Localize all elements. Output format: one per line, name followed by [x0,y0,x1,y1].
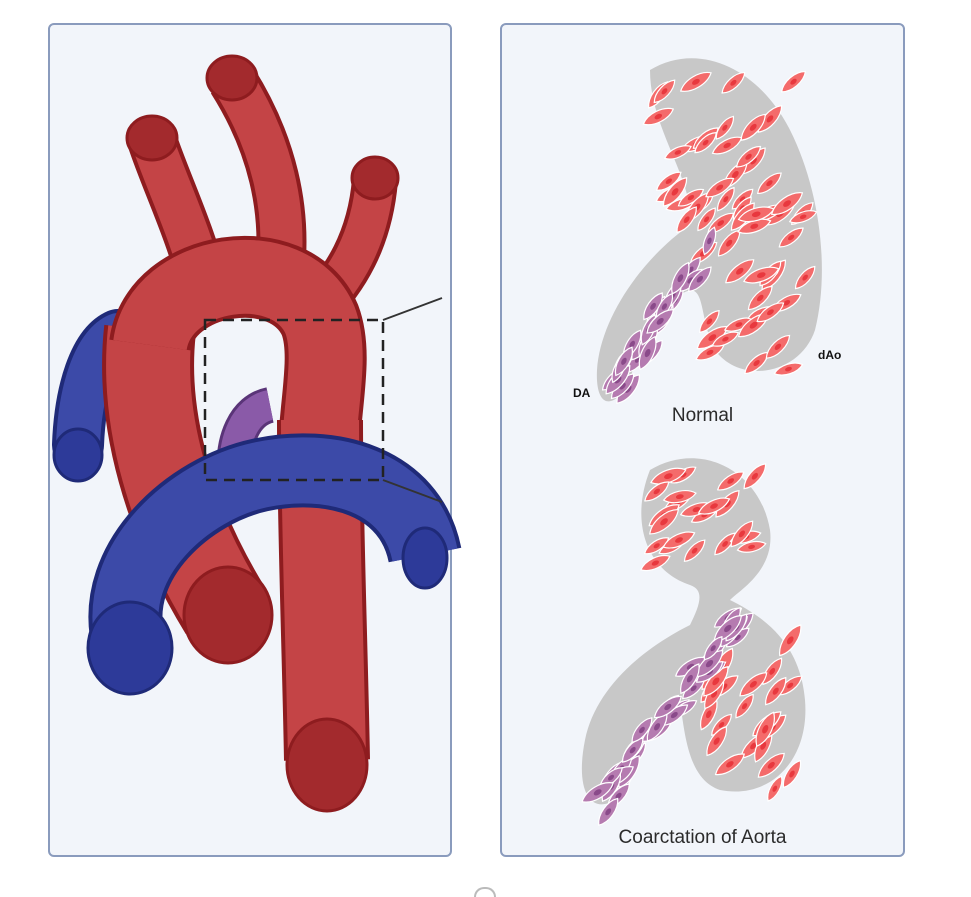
label-dao: dAo [818,348,842,362]
ascending-aorta [102,324,274,665]
smooth-muscle-cell-red [780,70,807,93]
smooth-muscle-cell-red [779,624,802,657]
smooth-muscle-cell-red [778,227,804,248]
smooth-muscle-cell-red [757,105,783,133]
smooth-muscle-cell-red [721,71,746,94]
footer-partial-logo [474,887,496,897]
smooth-muscle-cell-red [711,331,740,347]
smooth-muscle-cell-purple [646,309,675,334]
smooth-muscle-cell-purple [643,292,663,321]
smooth-muscle-cell-purple [702,226,717,256]
smooth-muscle-cell-red [756,302,785,323]
smooth-muscle-cell-red [642,107,675,126]
smooth-muscle-cell-red [730,520,754,548]
smooth-muscle-cell-red [794,265,816,290]
smooth-muscle-cell-red [716,471,745,491]
smooth-muscle-cell-purple [621,737,644,763]
smooth-muscle-cell-red [663,145,692,160]
caption-coarctation: Coarctation of Aorta [618,827,787,848]
smooth-muscle-cell-red [705,177,735,198]
smooth-muscle-cell-red [782,759,802,789]
smooth-muscle-cell-red [677,188,705,207]
smooth-muscle-cell-red [662,177,688,207]
smooth-muscle-cell-red [706,725,727,757]
smooth-muscle-cell-red [653,79,676,104]
smooth-muscle-cell-red [743,266,780,284]
smooth-muscle-cell-purple [713,614,742,643]
smooth-muscle-cell-red [643,537,670,555]
smooth-muscle-cell-red [737,218,772,234]
smooth-muscle-cell-purple [703,636,723,661]
smooth-muscle-cell-red [694,132,717,154]
smooth-muscle-cell-red [640,554,671,572]
smooth-muscle-cell-red [757,172,782,195]
smooth-muscle-cell-red [697,207,716,232]
smooth-muscle-cell-red [740,113,766,141]
smooth-muscle-cell-red [679,71,712,92]
smooth-muscle-cell-red [662,531,696,549]
smooth-muscle-cell-red [735,693,754,719]
smooth-muscle-cell-red [770,192,804,215]
smooth-muscle-cell-red [788,210,818,224]
smooth-muscle-cell-red [699,309,720,333]
zoom-leader-top [382,297,443,321]
smooth-muscle-cell-purple [614,346,633,377]
smooth-muscle-cell-red [703,666,729,697]
smooth-muscle-cell-red [743,463,767,490]
zoom-region-box [203,318,385,482]
smooth-muscle-cell-red [697,497,731,515]
smooth-muscle-cell-purple [631,717,653,743]
smooth-muscle-cell-red [655,171,682,191]
smooth-muscle-cell-red [736,541,767,553]
smooth-muscle-cell-purple [638,335,657,371]
normal-tissue [596,58,822,404]
smooth-muscle-cell-purple [581,782,614,803]
pulmonary-artery-arch [86,433,462,696]
smooth-muscle-cell-red [747,285,773,311]
aortic-arch [109,235,367,475]
smooth-muscle-cell-red [644,481,670,502]
smooth-muscle-cell-red [717,186,735,212]
smooth-muscle-cell-red [714,753,745,776]
coarctation-tissue [581,458,806,826]
smooth-muscle-cell-red [755,711,775,748]
smooth-muscle-cell-red [765,334,791,359]
smooth-muscle-cell-red [676,206,697,234]
smooth-muscle-cell-red [649,508,680,535]
smooth-muscle-cell-red [767,775,783,802]
smooth-muscle-cell-purple [680,663,700,695]
smooth-muscle-cell-red [725,259,755,284]
label-da: DA [573,386,591,400]
smooth-muscle-cell-red [662,490,697,504]
smooth-muscle-cell-purple [688,266,712,293]
smooth-muscle-cell-purple [695,649,724,678]
zoom-leader-bottom [382,479,443,503]
smooth-muscle-cell-purple [598,797,619,826]
smooth-muscle-cell-red [735,145,762,168]
caption-normal: Normal [671,405,734,426]
smooth-muscle-cell-purple [605,365,631,395]
smooth-muscle-cell-red [765,676,787,706]
smooth-muscle-cell-red [695,344,725,361]
smooth-muscle-cell-red [773,362,804,376]
smooth-muscle-cell-red [739,672,768,697]
smooth-muscle-cell-red [683,539,706,562]
smooth-muscle-cell-purple [653,695,682,719]
smooth-muscle-cell-purple [671,261,690,295]
smooth-muscle-cell-red [757,752,785,778]
